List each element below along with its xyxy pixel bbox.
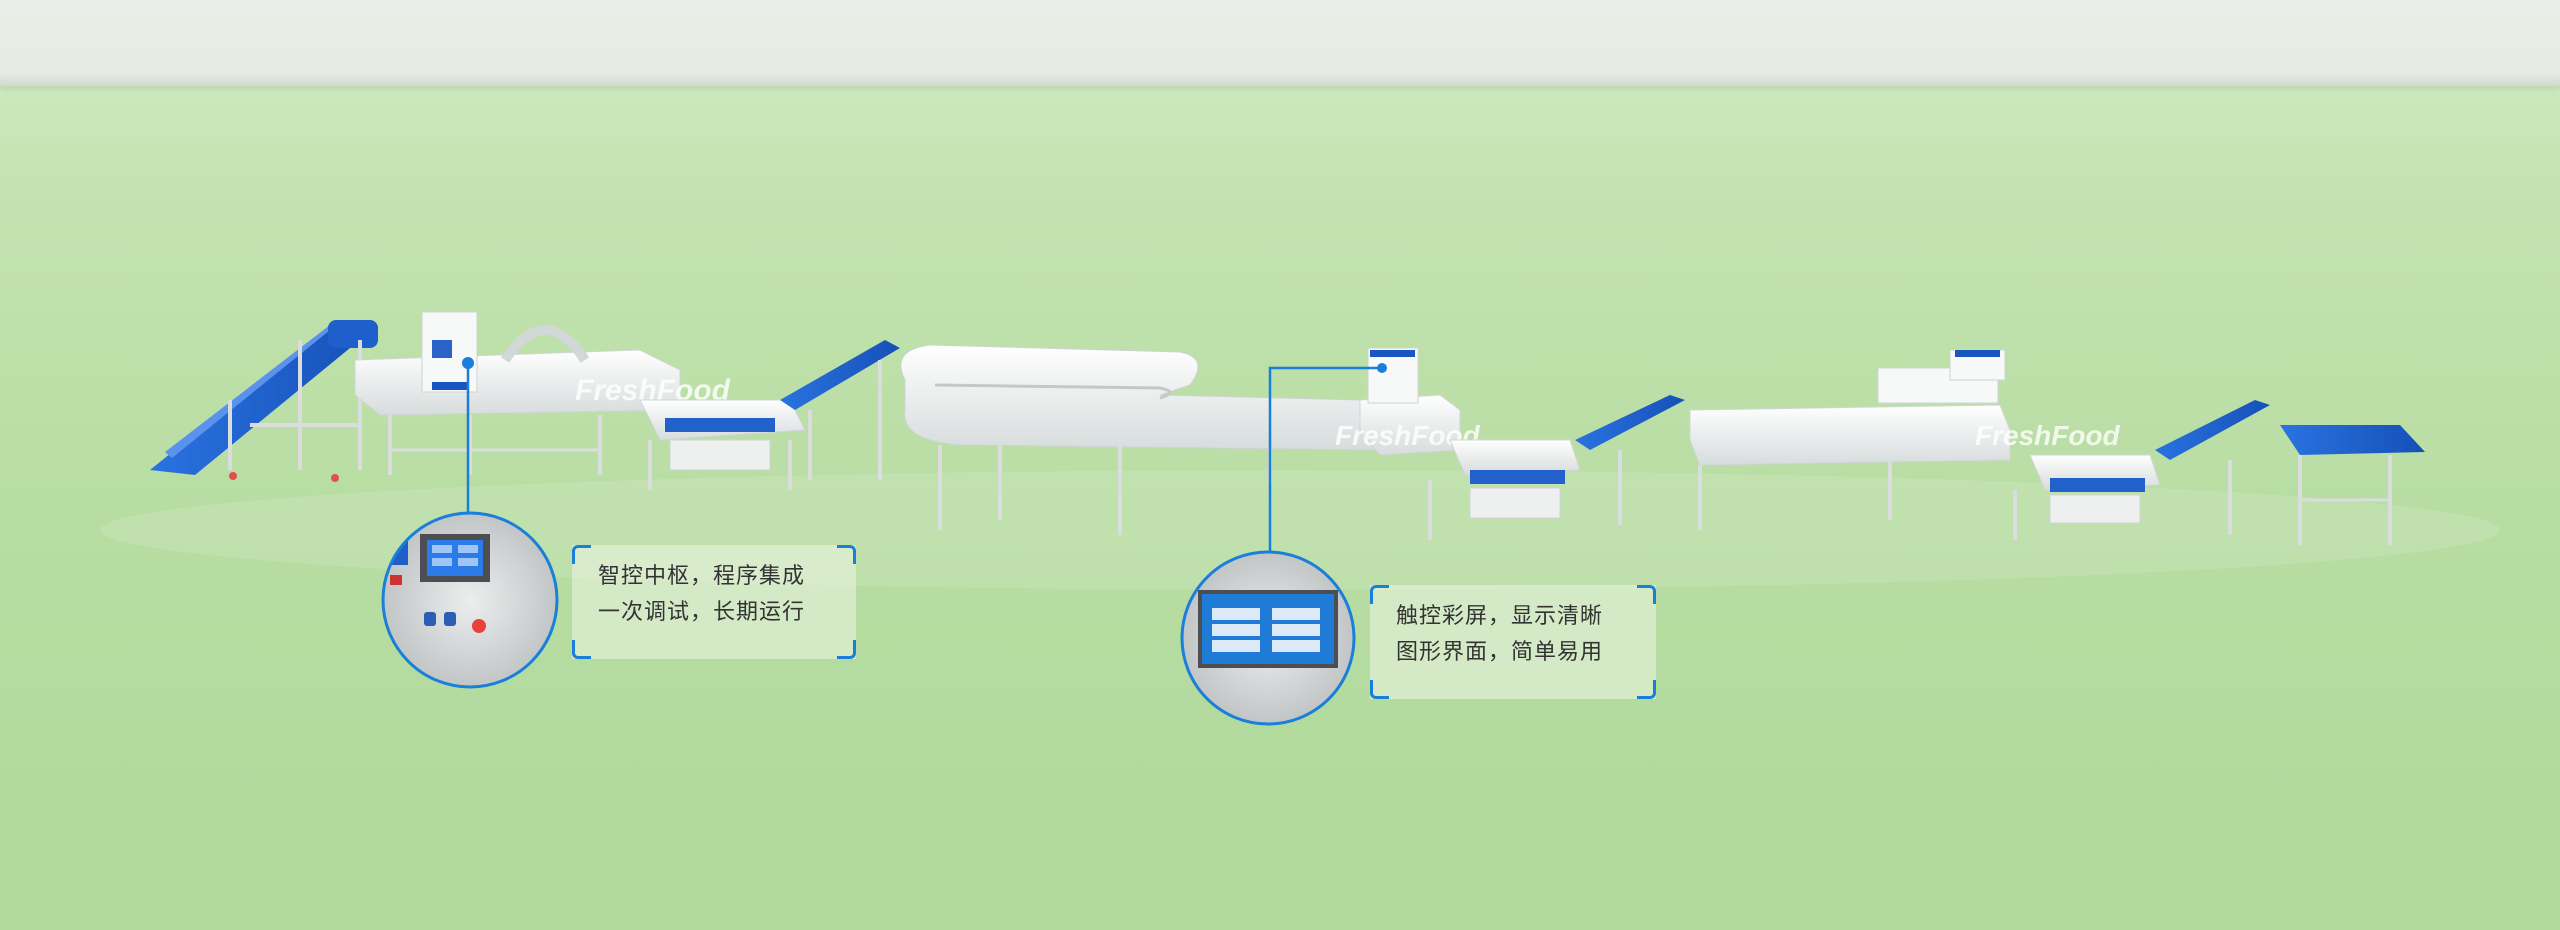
zoom-lens-touchscreen	[1180, 550, 1356, 726]
watermark-3: FreshFood	[1975, 420, 2121, 451]
washer-1: FreshFood	[354, 311, 731, 475]
vibrator-3	[2013, 400, 2270, 540]
oval-flume	[900, 344, 1401, 535]
callout-connector-2	[1268, 366, 1382, 552]
feature-1-line-1: 智控中枢，程序集成	[598, 564, 806, 589]
callout-connector-1	[462, 357, 474, 515]
feature-box-touchscreen: 触控彩屏，显示清晰 图形界面，简单易用	[1370, 585, 1656, 699]
feature-2-line-1: 触控彩屏，显示清晰	[1396, 604, 1604, 629]
feature-2-line-2: 图形界面，简单易用	[1396, 640, 1604, 665]
incline-elevator-1	[150, 320, 378, 482]
feature-1-line-2: 一次调试，长期运行	[598, 600, 806, 625]
top-band	[0, 0, 2560, 86]
vibrator-2	[1428, 395, 1685, 540]
vibrator-1	[639, 399, 806, 490]
outfeed-table	[2280, 425, 2425, 545]
zoom-lens-control-cabinet	[381, 511, 559, 689]
washer-3: FreshFood	[1689, 349, 2121, 530]
incline-conveyor-2	[780, 340, 900, 480]
feature-box-control-center: 智控中枢，程序集成 一次调试，长期运行	[572, 545, 856, 659]
